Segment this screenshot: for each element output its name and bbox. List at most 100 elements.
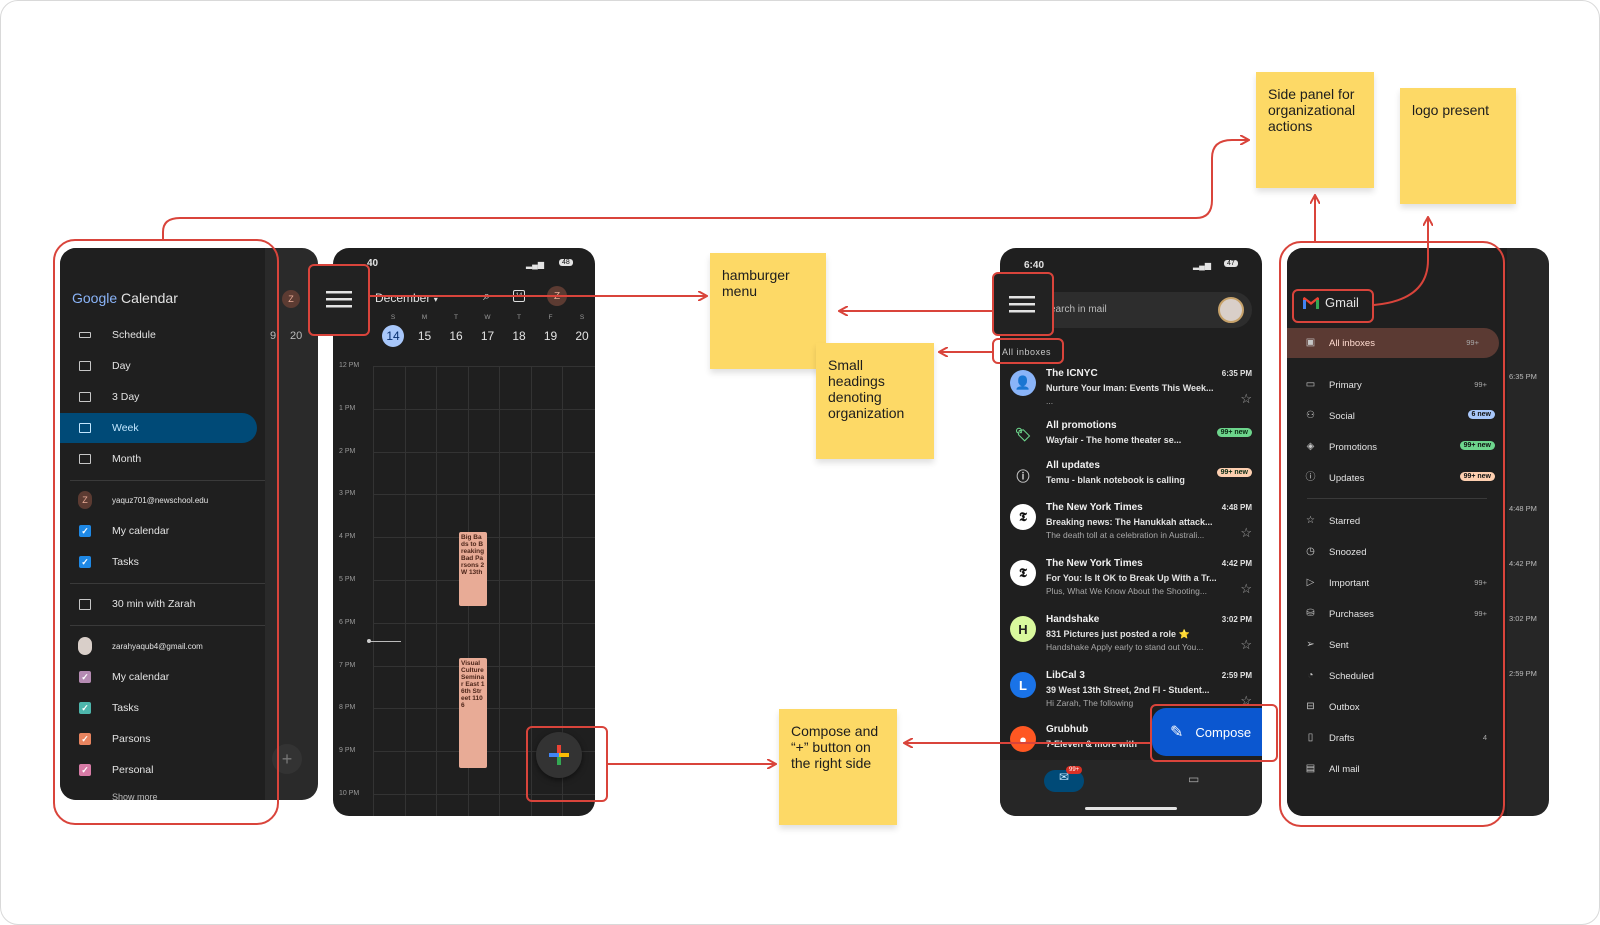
- hour-label: 9 PM: [339, 747, 356, 755]
- drawer-item-label: Day: [112, 360, 131, 372]
- new-event-fab[interactable]: [536, 732, 582, 778]
- mail-snippet: Handshake Apply early to stand out You..…: [1046, 642, 1204, 652]
- day-number[interactable]: 17: [480, 329, 495, 343]
- star-icon[interactable]: ☆: [1240, 525, 1252, 540]
- event-label: 30 min with Zarah: [112, 598, 196, 610]
- drawer-item-starred[interactable]: ☆Starred: [1287, 506, 1507, 536]
- calendar-event[interactable]: Visual Culture Seminar East 16th Street …: [459, 658, 487, 768]
- people-icon: ⚇: [1306, 410, 1315, 421]
- drawer-item-label: Updates: [1329, 473, 1365, 484]
- avatar[interactable]: [1218, 297, 1244, 323]
- signal-icon: ▂▄▆: [526, 260, 544, 269]
- item-count: 99+: [1474, 609, 1487, 618]
- drawer-item-all-mail[interactable]: ▤All mail: [1287, 754, 1507, 784]
- calendar-toggle-personal[interactable]: ✓ Personal: [60, 755, 260, 785]
- gmail-m-icon: [1303, 296, 1319, 309]
- drawer-item-day[interactable]: Day: [60, 351, 260, 381]
- drawer-item-snoozed[interactable]: ◷Snoozed: [1287, 537, 1507, 567]
- drawer-item-3day[interactable]: 3 Day: [60, 382, 260, 412]
- checkbox-checked-icon[interactable]: ✓: [79, 764, 91, 776]
- star-icon[interactable]: ☆: [1240, 581, 1252, 596]
- day-number[interactable]: 15: [417, 329, 432, 343]
- mail-nav-tab[interactable]: ✉: [1044, 770, 1084, 792]
- drawer-item-scheduled[interactable]: ◔Scheduled: [1287, 661, 1507, 691]
- bg-date: 20: [290, 330, 303, 342]
- calendar-toggle-my-calendar[interactable]: ✓ My calendar: [60, 516, 260, 546]
- drawer-item-week[interactable]: Week: [60, 413, 257, 443]
- calendar-toggle-parsons[interactable]: ✓ Parsons: [60, 724, 260, 754]
- day-number[interactable]: 20: [575, 329, 589, 343]
- calendar-toggle-tasks[interactable]: ✓ Tasks: [60, 547, 260, 577]
- day-number[interactable]: 19: [543, 329, 558, 343]
- drawer-item-outbox[interactable]: ⊟Outbox: [1287, 692, 1507, 722]
- month-selector[interactable]: December ▾: [375, 291, 438, 305]
- new-count-badge: 99+ new: [1216, 468, 1252, 477]
- show-more-link[interactable]: Show more: [112, 792, 158, 800]
- schedule-icon: ◔: [1307, 670, 1314, 681]
- drawer-item-label: Primary: [1329, 380, 1362, 391]
- meet-icon[interactable]: ▭: [1188, 772, 1200, 786]
- drawer-item-event[interactable]: 30 min with Zarah: [60, 589, 260, 619]
- star-icon[interactable]: ☆: [1240, 637, 1252, 652]
- checkbox-checked-icon[interactable]: ✓: [79, 525, 91, 537]
- day-number[interactable]: 14: [382, 325, 404, 347]
- drawer-item-label: All inboxes: [1329, 338, 1375, 349]
- checkbox-checked-icon[interactable]: ✓: [79, 556, 91, 568]
- calendar-label: Personal: [112, 764, 154, 776]
- calendar-toggle-tasks[interactable]: ✓ Tasks: [60, 693, 260, 723]
- search-icon[interactable]: ⌕: [483, 288, 491, 303]
- mail-snippet: Plus, What We Know About the Shooting...: [1046, 586, 1207, 596]
- hour-gridline: [373, 366, 595, 367]
- drawer-item-schedule[interactable]: Schedule: [60, 320, 260, 350]
- new-count-badge: 99+ new: [1216, 428, 1252, 437]
- checkbox-checked-icon[interactable]: ✓: [79, 702, 91, 714]
- drawer-item-month[interactable]: Month: [60, 444, 260, 474]
- today-icon[interactable]: 14: [513, 290, 525, 302]
- sender-name: LibCal 3: [1046, 670, 1085, 681]
- account-row[interactable]: zarahyaqub4@gmail.com: [60, 631, 260, 661]
- checkbox-checked-icon[interactable]: ✓: [79, 671, 91, 683]
- day-number[interactable]: 18: [512, 329, 526, 343]
- compose-label: Compose: [1195, 724, 1252, 740]
- star-icon[interactable]: ☆: [1240, 391, 1252, 406]
- day-number[interactable]: 16: [449, 329, 463, 343]
- bg-avatar: Z: [282, 290, 300, 308]
- sender-name: Grubhub: [1046, 724, 1089, 735]
- battery-icon: 48: [559, 259, 573, 266]
- background-mail-time: 4:48 PM: [1509, 504, 1537, 513]
- avatar[interactable]: Z: [547, 286, 567, 306]
- account-row[interactable]: Z yaquz701@newschool.edu: [60, 485, 260, 515]
- day-letter: S: [390, 314, 396, 321]
- star-icon[interactable]: ☆: [1240, 693, 1252, 708]
- mail-subject: Temu - blank notebook is calling: [1046, 475, 1185, 485]
- drawer-item-sent[interactable]: ➢Sent: [1287, 630, 1507, 660]
- calendar-label: Tasks: [112, 556, 139, 568]
- search-input[interactable]: earch in mail: [1050, 304, 1107, 315]
- calendar-event[interactable]: Big Bads to Breaking Bad Parsons 2 W 13t…: [459, 532, 487, 606]
- day-letter: M: [421, 314, 428, 321]
- info-icon: ⓘ: [1305, 472, 1316, 483]
- hamburger-icon: [1009, 296, 1035, 313]
- calendar-toggle-my-calendar[interactable]: ✓ My calendar: [60, 662, 260, 692]
- compose-button[interactable]: ✎ Compose: [1152, 708, 1262, 756]
- calendar-label: My calendar: [112, 525, 170, 537]
- checkbox-checked-icon[interactable]: ✓: [79, 733, 91, 745]
- sender-avatar: 𝕿: [1010, 504, 1036, 530]
